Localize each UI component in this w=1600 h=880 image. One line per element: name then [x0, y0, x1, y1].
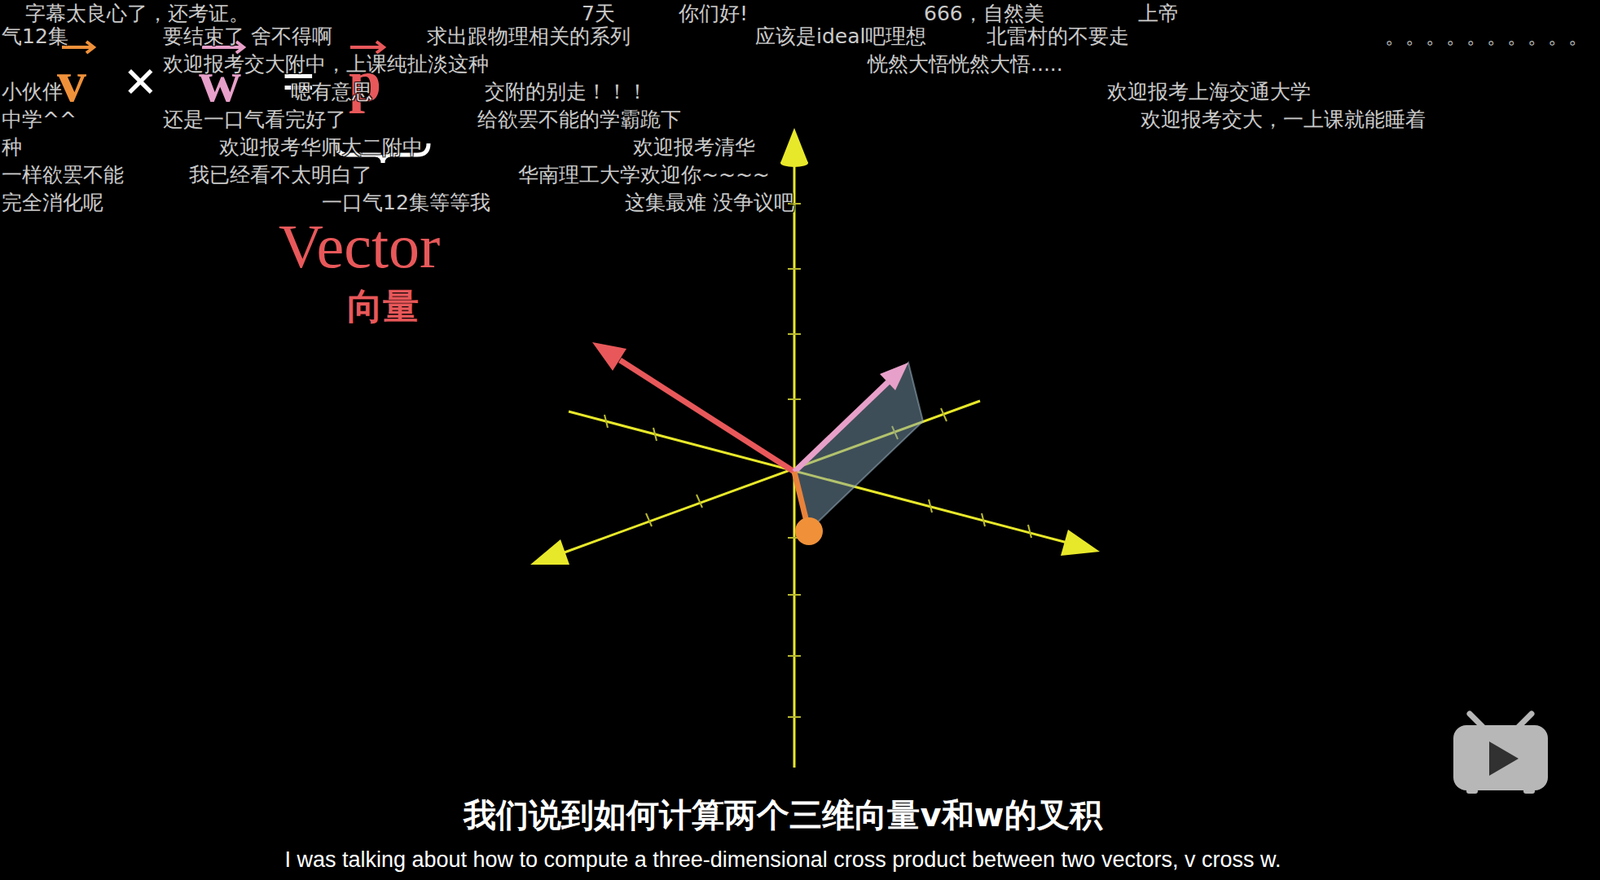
- term-translation: 向量: [347, 285, 419, 328]
- danmaku-comment: 完全消化呢: [1, 190, 104, 216]
- danmaku-comment: 欢迎报考交大附中，上课纯扯淡这种: [162, 52, 489, 77]
- danmaku-comment: 一口气12集等等我: [321, 190, 491, 216]
- danmaku-comment: 气12集: [1, 24, 69, 49]
- danmaku-comment: 我已经看不太明白了: [189, 162, 373, 188]
- danmaku-comment: 这集最难 没争议吧: [624, 190, 795, 216]
- danmaku-comment: 。。。。。。。。。。: [1384, 24, 1589, 49]
- danmaku-comment: 中学^^: [1, 107, 77, 132]
- danmaku-comment: 种: [1, 135, 22, 160]
- danmaku-comment: 欢迎报考交大，一上课就能睡着: [1140, 107, 1426, 132]
- vector-p: [592, 342, 795, 472]
- danmaku-comment: 欢迎报考上海交通大学: [1107, 79, 1311, 105]
- coordinate-axes: [530, 127, 1100, 768]
- danmaku-comment: 欢迎报考华师大二附中: [219, 135, 423, 160]
- parallelogram: [794, 362, 924, 531]
- danmaku-comment: 交附的别走！！！: [484, 79, 648, 105]
- danmaku-comment: 华南理工大学欢迎你~~~~: [518, 162, 770, 188]
- danmaku-comment: 小伙伴: [1, 79, 63, 105]
- danmaku-comment: 求出跟物理相关的系列: [426, 24, 631, 49]
- danmaku-comment: 应该是ideal吧理想: [755, 24, 927, 49]
- vector-w: [794, 362, 909, 472]
- danmaku-comment: 字幕太良心了，还考证。: [25, 1, 250, 27]
- danmaku-comment: 7天: [581, 1, 616, 27]
- bilibili-logo: [1453, 713, 1548, 794]
- danmaku-comment: 上帝: [1138, 1, 1179, 27]
- term-label: Vector: [278, 213, 440, 279]
- danmaku-comment: 一样欲罢不能: [1, 162, 124, 188]
- danmaku-comment: 还是一口气看完好了: [162, 107, 347, 132]
- subtitle-english: I was talking about how to compute a thr…: [284, 846, 1281, 873]
- danmaku-comment: 要结束了 舍不得啊: [162, 24, 333, 49]
- danmaku-comment: 给欲罢不能的学霸跪下: [477, 107, 682, 132]
- danmaku-comment: 你们好!: [678, 1, 748, 27]
- danmaku-comment: 666，自然美: [923, 1, 1045, 27]
- danmaku-comment: 嗯有意思: [290, 79, 373, 105]
- danmaku-comment: 北雷村的不要走: [986, 24, 1130, 49]
- danmaku-comment: 恍然大悟恍然大悟.....: [867, 52, 1064, 77]
- vector-v: [794, 471, 823, 546]
- danmaku-comment: 欢迎报考清华: [632, 135, 756, 160]
- formula-symbol: ×: [123, 48, 158, 115]
- subtitle-chinese: 我们说到如何计算两个三维向量v和w的叉积: [463, 795, 1102, 835]
